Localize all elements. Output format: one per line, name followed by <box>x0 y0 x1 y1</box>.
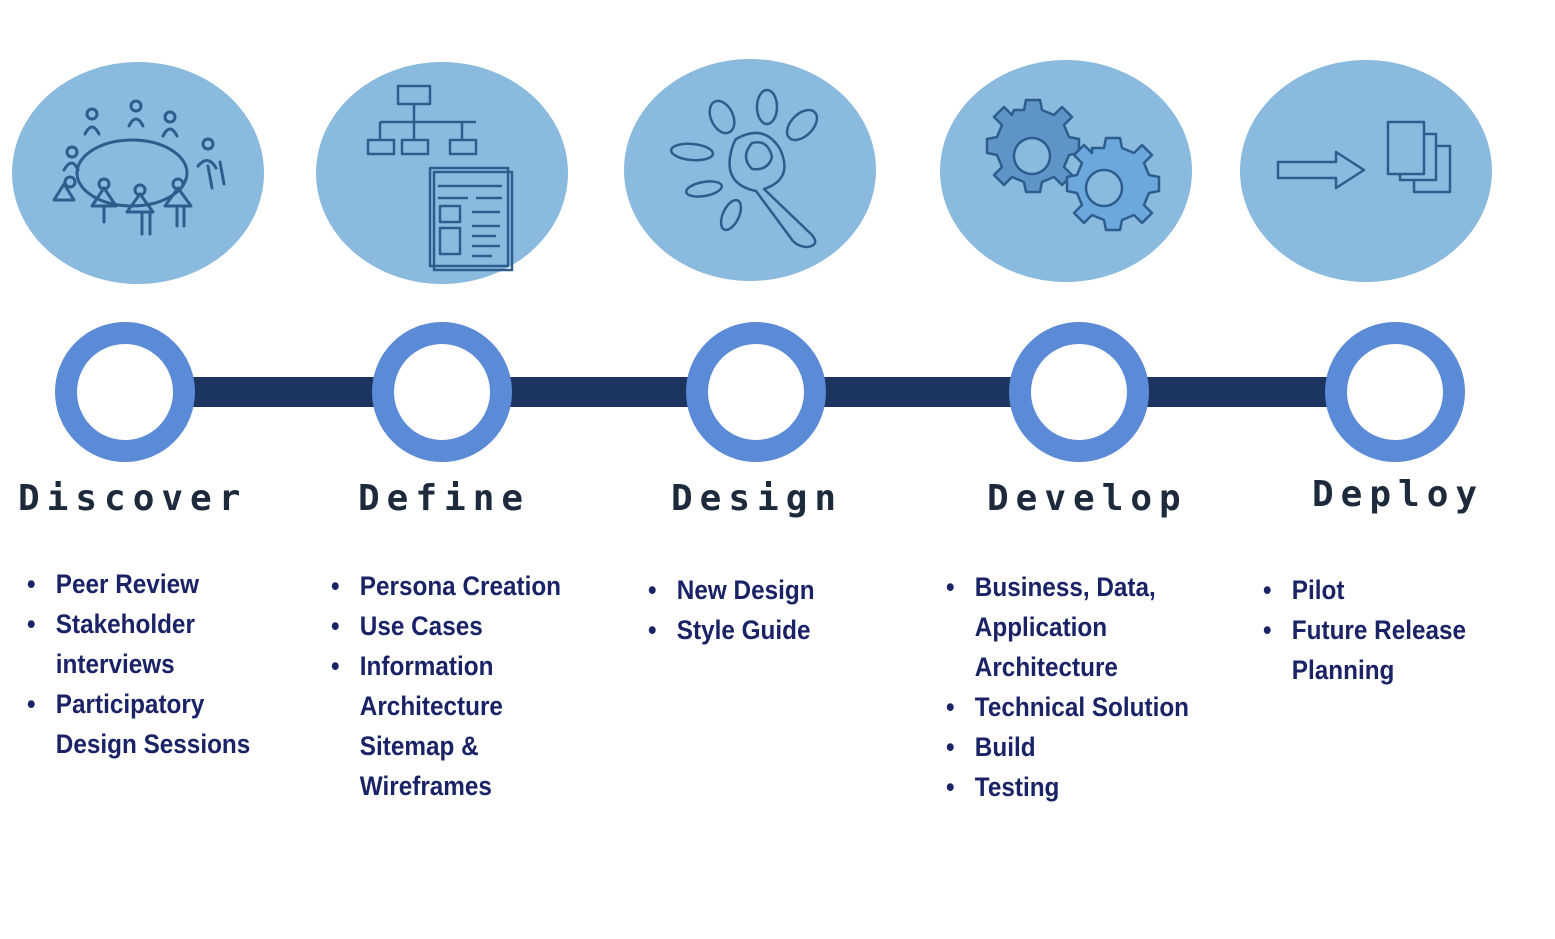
design-item-list: New Design Style Guide <box>648 570 815 650</box>
list-item: Persona Creation <box>331 566 561 606</box>
phase-node-define <box>372 322 512 462</box>
phase-title-define: Define <box>358 478 531 519</box>
phase-title-design: Design <box>671 478 844 519</box>
list-item: Sitemap & <box>359 731 479 761</box>
phase-node-develop <box>1009 322 1149 462</box>
discover-item-list: Peer Review Stakeholder interviews Parti… <box>27 564 250 764</box>
discover-illustration <box>12 62 264 284</box>
develop-illustration <box>940 60 1192 282</box>
list-item: Planning <box>1291 655 1395 685</box>
sitemap-wireframe-icon <box>366 84 514 272</box>
phase-title-develop: Develop <box>987 478 1188 519</box>
list-item: Testing <box>946 767 1189 807</box>
list-item: Information <box>331 646 561 686</box>
define-illustration <box>316 62 568 284</box>
list-item: Architecture <box>359 691 503 721</box>
phase-node-discover <box>55 322 195 462</box>
list-item: Application <box>974 612 1108 642</box>
list-item: Participatory <box>27 684 250 724</box>
list-item: Future Release <box>1263 610 1466 650</box>
list-item: Technical Solution <box>946 687 1189 727</box>
design-illustration <box>624 59 876 281</box>
deploy-item-list: Pilot Future Release Planning <box>1263 570 1466 690</box>
list-item: Architecture <box>974 652 1118 682</box>
magnifier-ideas-icon <box>669 88 819 249</box>
list-item: Wireframes <box>359 771 492 801</box>
list-item: interviews <box>55 649 175 679</box>
phase-title-deploy: Deploy <box>1312 474 1485 515</box>
list-item: Style Guide <box>648 610 815 650</box>
meeting-table-icon <box>52 99 226 236</box>
list-item: Business, Data, <box>946 567 1189 607</box>
list-item: Design Sessions <box>55 729 251 759</box>
list-item: Pilot <box>1263 570 1466 610</box>
list-item: Peer Review <box>27 564 250 604</box>
arrow-documents-icon <box>1276 120 1452 194</box>
deploy-illustration <box>1240 60 1492 282</box>
phase-node-deploy <box>1325 322 1465 462</box>
list-item: Build <box>946 727 1189 767</box>
phase-node-design <box>686 322 826 462</box>
list-item: Stakeholder <box>27 604 250 644</box>
define-item-list: Persona Creation Use Cases Information A… <box>331 566 561 806</box>
phase-title-discover: Discover <box>18 478 248 519</box>
develop-item-list: Business, Data, Application Architecture… <box>946 567 1189 807</box>
list-item: Use Cases <box>331 606 561 646</box>
list-item: New Design <box>648 570 815 610</box>
gears-icon <box>985 98 1161 232</box>
